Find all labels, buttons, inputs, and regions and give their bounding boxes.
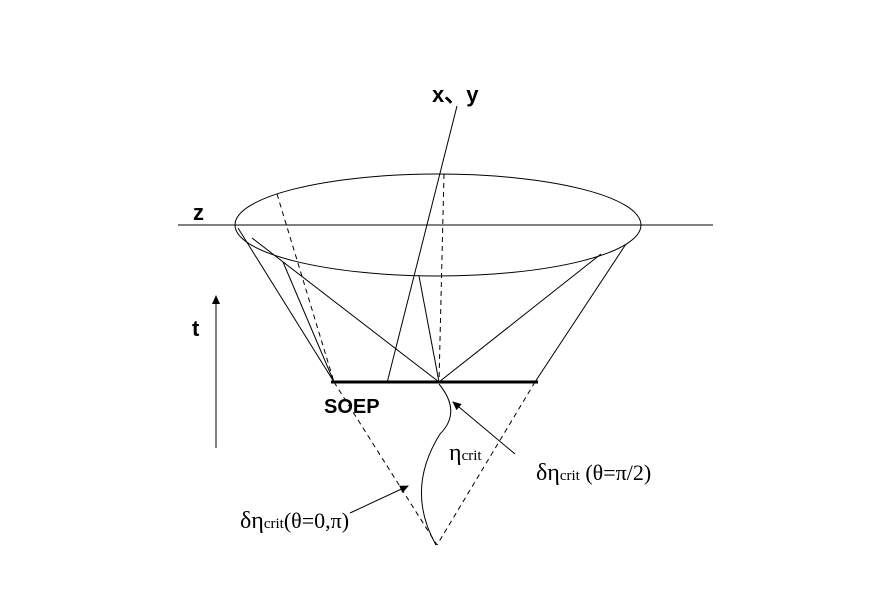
delta-eta-symbol-1: δη <box>536 460 560 486</box>
eta-crit-large-arc <box>421 433 441 546</box>
inner-line-front-mid <box>418 275 440 383</box>
delta-eta-subscript-2: crit <box>264 516 285 532</box>
eta-subscript: crit <box>462 448 483 464</box>
cone-left-side <box>237 227 335 383</box>
inner-cone-line-left <box>251 237 440 383</box>
dashed-back-line-center <box>438 173 445 383</box>
axis-t-label: t <box>192 316 200 341</box>
soep-label: SOEP <box>324 396 380 418</box>
delta-eta-half-pi-label: δηcrit (θ=π/2) <box>536 460 651 486</box>
inner-cone-line-right <box>438 253 602 383</box>
axis-z-label: z <box>193 200 204 225</box>
eta-symbol: η <box>449 440 462 466</box>
arrow-to-small-arc <box>452 401 516 455</box>
delta-eta-subscript-1: crit <box>560 468 581 484</box>
dashed-back-line-left <box>276 193 335 383</box>
cone-right-side <box>534 243 627 383</box>
dashed-extension-right <box>436 381 536 546</box>
eta-crit-small-arc <box>438 383 452 435</box>
delta-eta-zero-pi-label: δηcrit(θ=0,π) <box>240 508 349 534</box>
arrow-to-large-arc <box>349 485 409 514</box>
eta-crit-label: ηcrit <box>449 440 482 466</box>
xy-axis-line <box>386 105 458 384</box>
theta-half-pi: (θ=π/2) <box>580 460 651 485</box>
inner-line-front-left <box>282 261 335 383</box>
axis-xy-label: x、y <box>432 82 479 107</box>
delta-eta-symbol-2: δη <box>240 508 264 534</box>
theta-zero-pi: (θ=0,π) <box>284 508 349 533</box>
